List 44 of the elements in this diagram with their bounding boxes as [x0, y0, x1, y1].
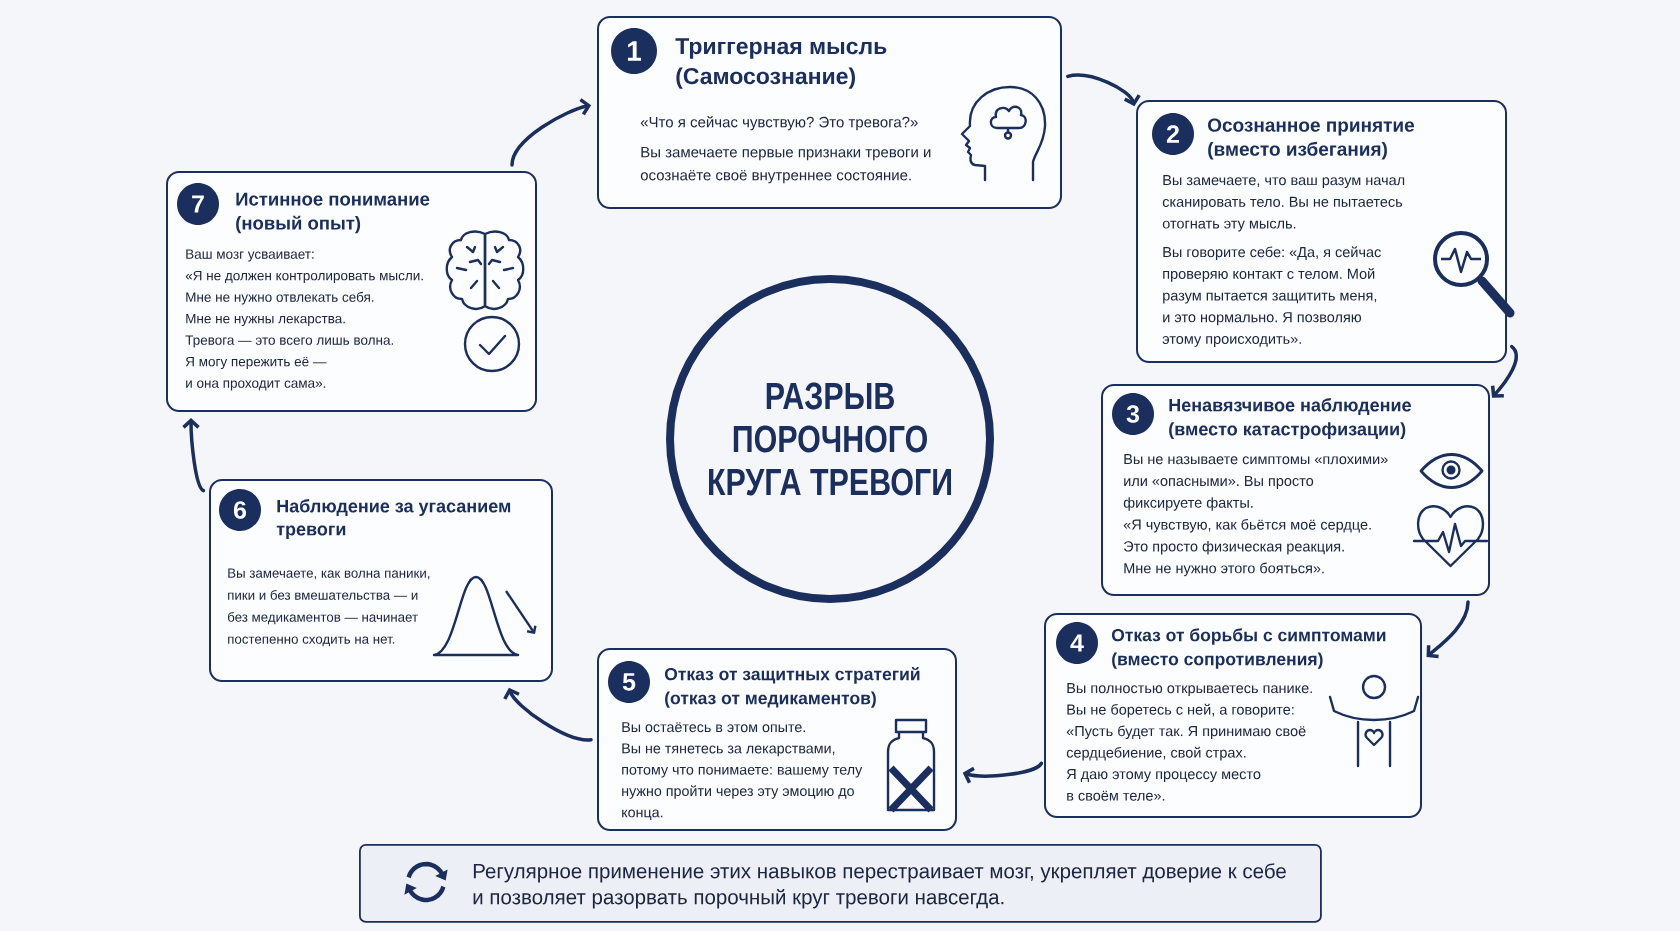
number-badge: 7: [177, 183, 219, 225]
note-banner: [359, 844, 1322, 923]
note-text: Регулярное применение этих навыков перестраивает мозг, укрепляет доверие к себе и позволяет разорвать порочный круг тревоги навсегда.: [473, 863, 1286, 909]
step-title: Отказ от борьбы с симптомами (вместо сопротивления): [1111, 628, 1386, 669]
body-text: Тревога — это всего лишь волна.: [185, 335, 393, 348]
step-card: [166, 171, 537, 412]
body-text: «Что я сейчас чувствую? Это тревога?»: [640, 116, 918, 131]
number-badge: 1: [611, 28, 657, 74]
body-text: Вы не тянетесь за лекарствами, потому что понимаете: вашему телу нужно пройти через эту эмоцию до конца.: [622, 743, 863, 821]
step-title: Осознанное принятие (вместо избегания): [1208, 118, 1415, 160]
body-text: Вы не боретесь с ней, а говорите:: [1067, 703, 1294, 718]
step-title: Наблюдение за угасанием тревоги: [276, 499, 511, 540]
body-text: «Я не должен контролировать мысли.: [185, 270, 423, 284]
step-title: Истинное понимание (новый опыт): [236, 192, 430, 234]
body-text: Это просто физическая реакция.: [1123, 540, 1344, 555]
step-card: [597, 16, 1062, 209]
step-card: [597, 648, 957, 831]
step-card: [1136, 100, 1507, 363]
body-text: «Пусть будет так. Я принимаю своё сердцебиение, свой страх.: [1066, 725, 1306, 761]
number-badge: 2: [1152, 113, 1194, 155]
number-badge: 6: [219, 489, 261, 531]
step-card: [209, 479, 553, 682]
body-text: Вы замечаете первые признаки тревоги и осознаёте своё внутреннее состояние.: [640, 146, 931, 184]
number-badge: 5: [608, 661, 650, 703]
step-title: Триггерная мысль (Самосознание): [675, 38, 887, 89]
body-text: Вы остаётесь в этом опыте.: [622, 722, 805, 733]
number-badge: 3: [1112, 393, 1154, 435]
step-title: Отказ от защитных стратегий (отказ от медикаментов): [664, 667, 920, 708]
body-text: Вы говорите себе: «Да, я сейчас проверяю контакт с телом. Мой разум пытается защитить меня, и это нормально. Я позволяю этому происходить».: [1162, 246, 1381, 347]
body-text: Мне не нужно этого бояться».: [1124, 562, 1324, 577]
body-text: Я даю этому процессу место в своём теле».: [1066, 769, 1261, 801]
step-title: Ненавязчивое наблюдение (вместо катастрофизации): [1169, 398, 1411, 440]
body-text: «Я чувствую, как бьётся моё сердце.: [1123, 518, 1371, 533]
step-card: [1044, 613, 1422, 818]
step-card: [1101, 384, 1490, 596]
body-text: Вы замечаете, что ваш разум начал сканировать тело. Вы не пытаетесь отогнать эту мысль.: [1162, 175, 1405, 232]
number-badge: 4: [1056, 622, 1098, 664]
body-text: Вы полностью открываетесь панике.: [1067, 683, 1312, 697]
body-text: Мне не нужно отвлекать себя.: [186, 291, 374, 305]
body-text: Ваш мозг усваивает:: [186, 249, 314, 262]
body-text: Вы замечаете, как волна паники, пики и без вмешательства — и без медикаментов — начинает постепенно сходить на нет.: [228, 568, 430, 647]
body-text: Я могу пережить её — и она проходит сама».: [185, 356, 327, 391]
body-text: Вы не называете симптомы «плохими» или «опасными». Вы просто фиксируете факты.: [1123, 454, 1388, 511]
body-text: Мне не нужны лекарства.: [186, 313, 345, 327]
